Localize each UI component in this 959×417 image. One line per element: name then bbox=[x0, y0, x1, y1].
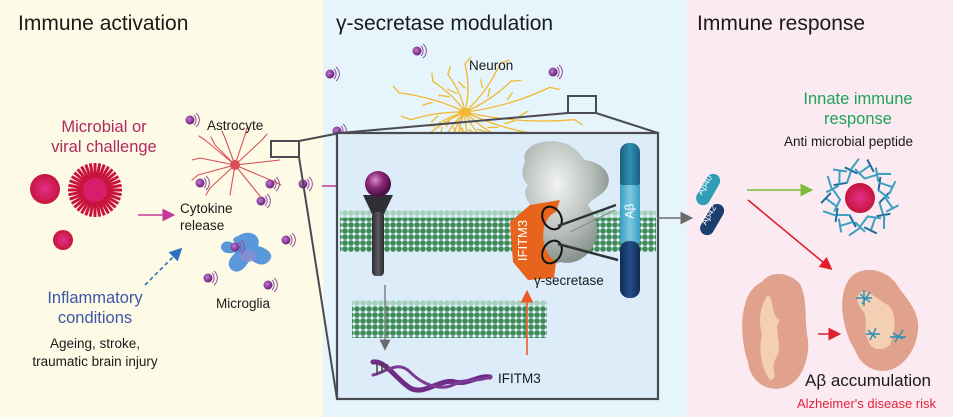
brain-healthy bbox=[742, 273, 809, 389]
arrow-inflammatory-to-cytokine bbox=[144, 247, 183, 286]
innate-immune-response-label: Innate immune response bbox=[778, 89, 938, 129]
inflammatory-line-1: Inflammatory bbox=[47, 289, 143, 307]
astrocyte-label: Astrocyte bbox=[207, 118, 264, 133]
neuron-zoom-box bbox=[567, 95, 597, 114]
panel-title-immune-activation: Immune activation bbox=[18, 12, 189, 35]
antimicrobial-peptide-cage bbox=[820, 158, 899, 237]
gamma-secretase-complex bbox=[522, 141, 609, 265]
cytokine-particle bbox=[203, 270, 218, 286]
nuclear-membrane bbox=[352, 300, 547, 338]
cytokine-particle bbox=[195, 175, 210, 191]
panel-title-gamma-secretase-modulation: γ-secretase modulation bbox=[336, 12, 554, 35]
plaque-cluster bbox=[856, 290, 906, 343]
astrocyte-zoom-box bbox=[270, 140, 300, 158]
cytokine-particle bbox=[298, 176, 313, 192]
membrane-zoom-frame bbox=[335, 131, 660, 401]
inflammatory-conditions-label: Inflammatory conditions bbox=[20, 288, 170, 328]
zoom-callout-line-left bbox=[298, 156, 338, 400]
ifitm3-gene-label: IFITM3 bbox=[498, 371, 541, 386]
neuron-callout-line-left bbox=[339, 112, 569, 134]
cytokine-particle bbox=[325, 66, 340, 82]
cytokine-particle bbox=[263, 277, 278, 293]
abeta-rod-label: Aβ bbox=[622, 203, 637, 219]
cytokine-particle bbox=[230, 239, 245, 255]
panel-title-immune-response: Immune response bbox=[697, 12, 866, 35]
challenge-line-1: Microbial or bbox=[61, 118, 147, 136]
abeta40-pill bbox=[696, 173, 721, 206]
ifitm3-protein bbox=[510, 200, 560, 280]
arrow-to-abeta-accumulation bbox=[747, 199, 833, 271]
inflammatory-line-2: conditions bbox=[57, 309, 133, 327]
innate-line-2: response bbox=[824, 110, 892, 128]
cytokine-line-1: Cytokine bbox=[180, 201, 233, 216]
challenge-line-2: viral challenge bbox=[51, 138, 157, 156]
cytokine-particle bbox=[256, 193, 271, 209]
dna-ifitm3-gene bbox=[370, 359, 493, 393]
cytokine-particles bbox=[185, 43, 563, 293]
neuron-label: Neuron bbox=[469, 58, 514, 73]
cytokine-particle bbox=[265, 176, 280, 192]
neuron-callout-line-right bbox=[595, 112, 659, 134]
abeta42-pill bbox=[700, 203, 725, 236]
app-abeta-rod bbox=[620, 143, 640, 298]
cytokine-particle bbox=[281, 232, 296, 248]
causes-line-2: traumatic brain injury bbox=[32, 354, 158, 369]
cytokine-release-label: Cytokine release bbox=[180, 200, 233, 234]
virus-tiny bbox=[53, 230, 73, 250]
astrocyte-illustration bbox=[191, 127, 282, 197]
abeta-accumulation-label: Aβ accumulation bbox=[805, 371, 932, 390]
brain-with-plaques bbox=[842, 269, 919, 371]
alzheimers-risk-label: Alzheimer's disease risk bbox=[797, 396, 937, 411]
causes-line-1: Ageing, stroke, bbox=[49, 336, 141, 351]
panel-immune-activation bbox=[0, 0, 323, 417]
antimicrobial-peptide-label: Anti microbial peptide bbox=[784, 134, 914, 149]
virus-small bbox=[30, 174, 60, 204]
cytokine-receptor bbox=[363, 171, 393, 276]
scissors-icon bbox=[541, 203, 619, 265]
cytokine-particle bbox=[185, 112, 200, 128]
innate-line-1: Innate immune bbox=[803, 90, 913, 108]
cytokine-particle bbox=[548, 64, 563, 80]
inflammatory-causes-label: Ageing, stroke, traumatic brain injury bbox=[10, 335, 180, 371]
ifitm3-protein-label: IFITM3 bbox=[515, 219, 531, 262]
microglia-illustration bbox=[220, 232, 272, 272]
cytokine-particle bbox=[412, 43, 427, 59]
cell-membrane bbox=[340, 210, 656, 252]
microglia-label: Microglia bbox=[216, 296, 271, 311]
gamma-secretase-label: γ-secretase bbox=[534, 273, 604, 288]
microbial-challenge-label: Microbial or viral challenge bbox=[30, 117, 178, 157]
virus-large bbox=[68, 163, 122, 217]
cytokine-line-2: release bbox=[180, 218, 225, 233]
